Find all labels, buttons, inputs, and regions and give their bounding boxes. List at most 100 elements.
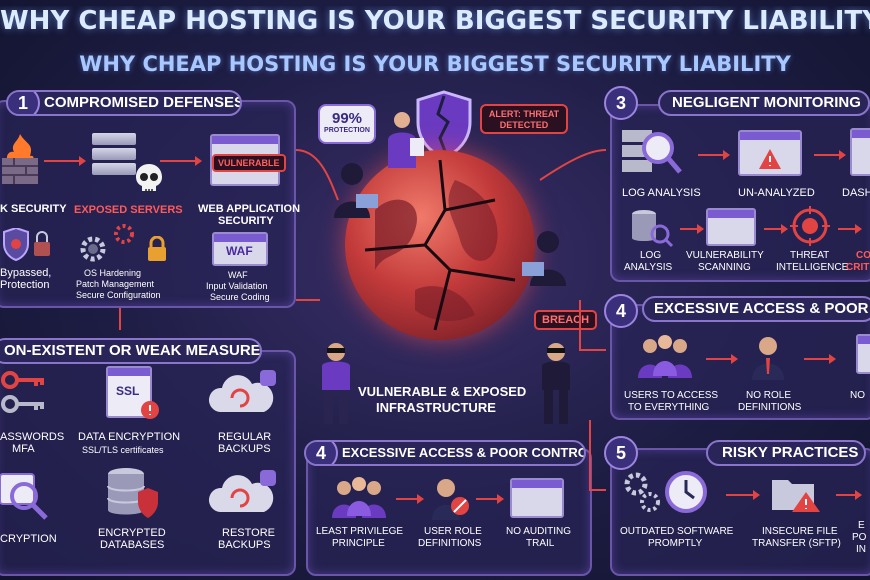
main-title: WHY CHEAP HOSTING IS YOUR BIGGEST SECURI… [0, 6, 870, 36]
enc-db-label-2: DATABASES [100, 539, 165, 551]
ssl-document-icon [106, 366, 152, 418]
dash-label: DASH [842, 187, 870, 199]
panel2-title: ON-EXISTENT OR WEAK MEASURES [4, 342, 262, 359]
waf-label-2: Input Validation [206, 281, 268, 291]
arrow-4rb [804, 354, 836, 364]
least-label-1: LEAST PRIVILEGE [316, 526, 404, 537]
threat-target-icon [790, 206, 830, 246]
backups-label-1: REGULAR [218, 431, 272, 443]
magnifier-icon [0, 473, 48, 520]
breach-badge: BREACH [534, 310, 598, 330]
bypassed-shield-icon [3, 228, 50, 262]
panel5-number: 5 [604, 436, 638, 470]
e-label-1: E [858, 520, 865, 531]
exposed-servers-label: EXPOSED SERVERS [74, 204, 183, 216]
restore-label-1: RESTORE [222, 527, 275, 539]
waf-tag-label: WAF [226, 244, 253, 258]
threat-label-1: THREAT [790, 250, 830, 261]
cracked-globe-icon [345, 150, 535, 340]
insecure-folder-icon [772, 480, 820, 512]
protection-pct: 99% [331, 110, 363, 127]
panel2-header: ON-EXISTENT OR WEAK MEASURES [0, 338, 262, 364]
insecure-label-1: INSECURE FILE [762, 526, 838, 537]
vulnerable-tag: VULNERABLE [212, 154, 286, 172]
enc-db-label-1: ENCRYPTED [98, 527, 166, 539]
arrow-4cb [476, 494, 504, 504]
waf-label-1: WAF [228, 270, 248, 280]
gear-red-icon [114, 224, 134, 244]
user-role-icon [432, 479, 469, 520]
security-label: K SECURITY [0, 203, 67, 215]
audit-label-2: TRAIL [526, 538, 555, 549]
audit-label-1: NO AUDITING [506, 526, 572, 537]
least-label-2: PRINCIPLE [332, 538, 385, 549]
arrow-3b [814, 150, 846, 160]
guard-right-icon [542, 343, 570, 424]
arrow-4ra [706, 354, 738, 364]
threat-label-2: INTELLIGENCE [776, 262, 849, 273]
users-label-1: USERS TO ACCESS [624, 390, 719, 401]
no-role-window-icon [856, 334, 870, 374]
database-search-icon [632, 210, 674, 248]
panel3-title: NEGLIGENT MONITORING [672, 94, 861, 111]
arrow-5b [836, 490, 862, 500]
outdated-label-1: OUTDATED SOFTWARE [620, 526, 734, 537]
arrow-5a [726, 490, 760, 500]
panel-risky-practices [610, 448, 870, 576]
panel4r-header: EXCESSIVE ACCESS & POOR CONT [642, 296, 870, 322]
hacker-right-icon [522, 231, 566, 286]
warning-icon [759, 149, 781, 169]
panel4r-title: EXCESSIVE ACCESS & POOR CONT [654, 300, 870, 317]
crypt-label: CRYPTION [0, 533, 57, 545]
protection-badge: 99% PROTECTION [318, 104, 376, 144]
lock-icon [148, 236, 166, 261]
sub-title: WHY CHEAP HOSTING IS YOUR BIGGEST SECURI… [79, 52, 791, 76]
log2-label-2: ANALYSIS [624, 262, 673, 273]
panel5-header: RISKY PRACTICES [706, 440, 866, 466]
analyst-icon [388, 112, 424, 168]
gear-icon [80, 236, 106, 262]
scan-window-icon [706, 208, 756, 246]
panel3-header: NEGLIGENT MONITORING [658, 90, 870, 116]
role-label-1: USER ROLE [424, 526, 482, 537]
panel4r-number: 4 [604, 294, 638, 328]
norole-label-2: DEFINITIONS [738, 402, 802, 413]
waf-label-3: Secure Coding [210, 292, 270, 302]
hacker-left-icon [334, 163, 378, 218]
web-app-label-2: SECURITY [218, 215, 274, 227]
os-label-3: Secure Configuration [76, 290, 161, 300]
protection-label: PROTECTION [324, 127, 370, 134]
dashboard-icon [850, 128, 870, 176]
passwords-label-1: ASSWORDS [0, 431, 65, 443]
infra-label-1: VULNERABLE & EXPOSED [358, 384, 527, 399]
restore-label-2: BACKUPS [218, 539, 271, 551]
os-label-1: OS Hardening [84, 268, 142, 278]
log-magnifier-icon [622, 130, 682, 174]
server-icon [92, 133, 136, 179]
panel-excessive-access-right [610, 304, 870, 420]
role-label-2: DEFINITIONS [418, 538, 482, 549]
panel1-title: COMPROMISED DEFENSES [44, 94, 242, 111]
users-label-2: TO EVERYTHING [628, 402, 710, 413]
panel4c-title: EXCESSIVE ACCESS & POOR CONTROL [342, 445, 586, 460]
backups-label-2: BACKUPS [218, 443, 271, 455]
arrow-1a [44, 156, 86, 166]
bypassed-label-1: Bypassed, [0, 267, 52, 279]
warning-red-icon [141, 401, 159, 419]
log-analysis-label: LOG ANALYSIS [622, 187, 701, 199]
firewall-icon [2, 134, 38, 184]
norole-label-1: NO ROLE [746, 390, 792, 401]
alert-line2: DETECTED [499, 120, 549, 130]
gears-icon [624, 472, 660, 512]
clock-icon [665, 471, 707, 513]
database-shield-icon [107, 468, 158, 518]
audit-window-icon [510, 478, 564, 518]
panel1-header: 1 COMPROMISED DEFENSES [6, 90, 242, 116]
arrow-3c [680, 224, 704, 234]
log2-label-1: LOG [640, 250, 662, 261]
infra-label-2: INFRASTRUCTURE [376, 400, 496, 415]
arrow-3d [764, 224, 788, 234]
user-icon [752, 337, 784, 380]
arrow-3e [838, 224, 862, 234]
guard-left-icon [322, 343, 350, 424]
